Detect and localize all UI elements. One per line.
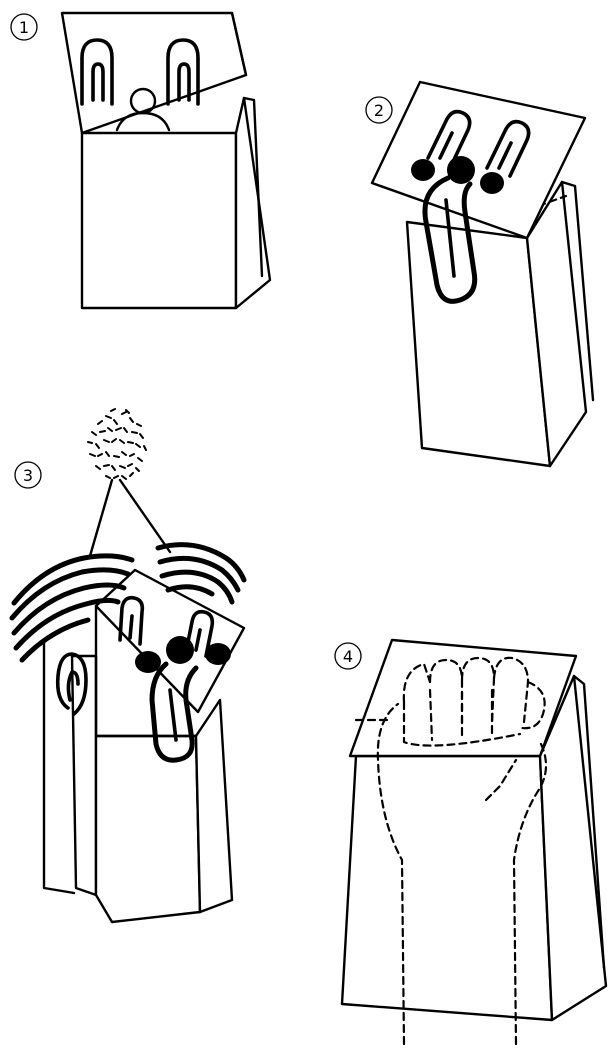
step-2-number: 2 (374, 101, 384, 120)
step-3-bag (12, 545, 244, 922)
step-1-bag (62, 13, 270, 308)
step-3-badge: 3 (15, 462, 41, 488)
step-4-number: 4 (343, 647, 353, 666)
step-2-bag (372, 82, 593, 466)
step-3-strings (90, 480, 170, 556)
step-3-nose (166, 636, 194, 664)
step-2: 2 (366, 82, 593, 466)
step-3-pompom (88, 409, 146, 479)
step-3: 3 (12, 409, 244, 922)
step-4-badge: 4 (335, 643, 361, 669)
step-2-nose (447, 156, 475, 184)
step-1: 1 (11, 13, 270, 308)
step-4: 4 (335, 640, 606, 1044)
step-1-badge: 1 (11, 14, 37, 40)
step-2-badge: 2 (366, 97, 392, 123)
step-4-bag (342, 640, 606, 1044)
step-3-number: 3 (23, 466, 33, 485)
step-1-number: 1 (19, 18, 29, 37)
